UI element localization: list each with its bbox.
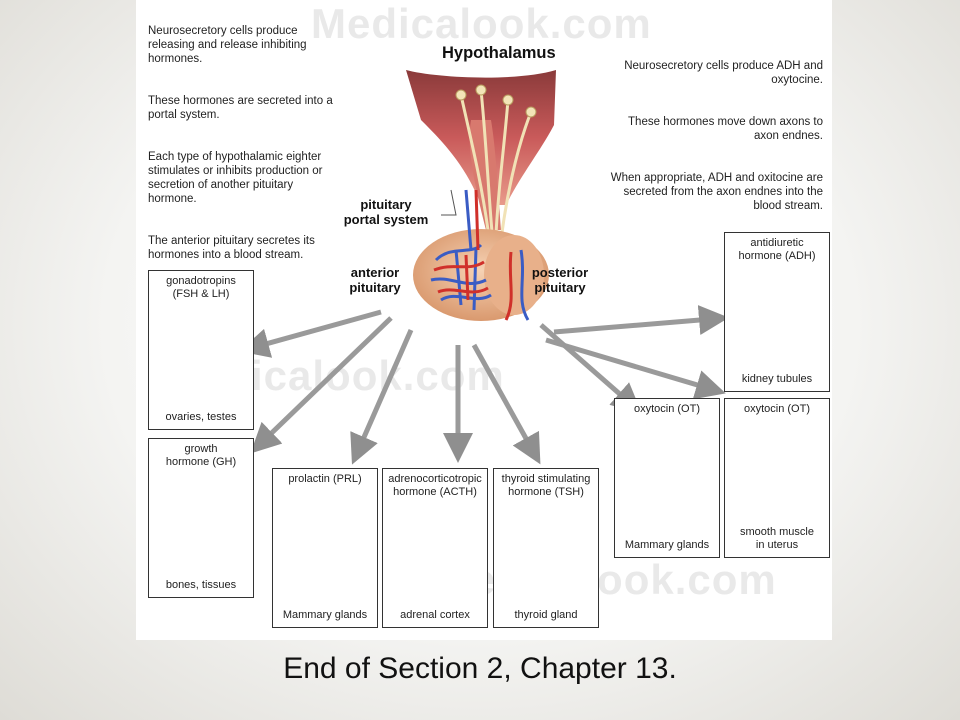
watermark-bottom: Medicalook.com <box>436 556 777 603</box>
box-tsh: thyroid stimulating hormone (TSH) thyroi… <box>493 468 599 628</box>
hypothalamus-illustration <box>406 70 556 241</box>
box-target-label: smooth muscle in uterus <box>740 526 814 551</box>
left-description-paragraph: These hormones are secreted into a porta… <box>148 95 333 121</box>
box-hormone-label: prolactin (PRL) <box>288 473 362 485</box>
box-target-label: kidney tubules <box>741 373 813 385</box>
box-hormone-label: oxytocin (OT) <box>743 403 810 415</box>
left-description: Neurosecretory cells produce releasing a… <box>148 10 338 290</box>
box-gonadotropins: gonadotropins (FSH & LH) ovaries, testes <box>148 270 254 430</box>
box-target-label: ovaries, testes <box>165 411 237 423</box>
diagram-title: Hypothalamus <box>442 44 556 62</box>
box-oxytocin-uterus: oxytocin (OT) smooth muscle in uterus <box>724 398 830 558</box>
box-oxytocin-mammary: oxytocin (OT) Mammary glands <box>614 398 720 558</box>
box-target-label: Mammary glands <box>282 609 368 621</box>
watermark-top: Medicalook.com <box>311 0 652 47</box>
box-hormone-label: growth hormone (GH) <box>165 443 237 468</box>
right-description-paragraph: When appropriate, ADH and oxitocine are … <box>610 172 823 212</box>
box-hormone-label: antidiuretic hormone (ADH) <box>738 237 816 262</box>
box-target-label: Mammary glands <box>624 539 710 551</box>
right-description: Neurosecretory cells produce ADH and oxy… <box>606 45 823 241</box>
box-hormone-label: thyroid stimulating hormone (TSH) <box>501 473 591 498</box>
right-description-paragraph: Neurosecretory cells produce ADH and oxy… <box>624 60 823 86</box>
box-hormone-label: gonadotropins (FSH & LH) <box>166 275 236 300</box>
box-hormone-label: adrenocorticotropic hormone (ACTH) <box>388 473 482 498</box>
anterior-pituitary-label: anterior pituitary <box>349 265 401 295</box>
portal-system-label: pituitary portal system <box>343 197 429 227</box>
hormone-arrows <box>239 305 729 465</box>
box-acth: adrenocorticotropic hormone (ACTH) adren… <box>382 468 488 628</box>
box-growth-hormone: growth hormone (GH) bones, tissues <box>148 438 254 598</box>
diagram-image: Medicalook.com Medicalook.com Medicalook… <box>136 0 832 640</box>
box-hormone-label: oxytocin (OT) <box>633 403 700 415</box>
posterior-pituitary-label: posterior pituitary <box>531 265 589 295</box>
slide-footer-text: End of Section 2, Chapter 13. <box>283 652 677 685</box>
box-target-label: thyroid gland <box>514 609 578 621</box>
left-description-paragraph: The anterior pituitary secretes its horm… <box>148 235 315 261</box>
left-description-paragraph: Neurosecretory cells produce releasing a… <box>148 25 307 65</box>
right-description-paragraph: These hormones move down axons to axon e… <box>628 116 823 142</box>
box-target-label: adrenal cortex <box>400 609 470 621</box>
box-target-label: bones, tissues <box>165 579 237 591</box>
box-adh: antidiuretic hormone (ADH) kidney tubule… <box>724 232 830 392</box>
pituitary-illustration <box>413 189 549 321</box>
left-description-paragraph: Each type of hypothalamic eighter stimul… <box>148 151 323 205</box>
box-prolactin: prolactin (PRL) Mammary glands <box>272 468 378 628</box>
